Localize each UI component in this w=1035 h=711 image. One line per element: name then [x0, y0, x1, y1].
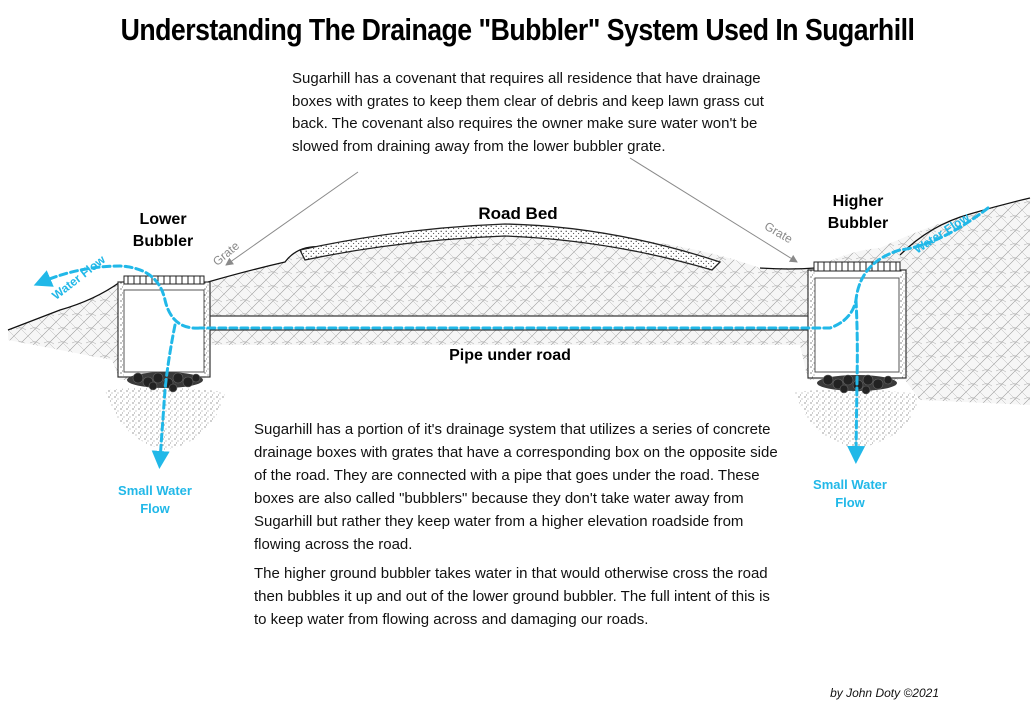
description-paragraph-1: Sugarhill has a portion of it's drainage… — [254, 421, 778, 553]
ground-surface-line — [7, 197, 1031, 331]
road-bed-label: Road Bed — [478, 204, 558, 223]
pipe-label: Pipe under road — [449, 347, 571, 364]
author-credit: by John Doty ©2021 — [830, 686, 939, 700]
water-flow-left-down — [151, 323, 177, 469]
grate-pointer-left — [225, 171, 359, 266]
page-title: Understanding The Drainage "Bubbler" Sys… — [120, 12, 915, 47]
higher-bubbler-label: Higher Bubbler — [827, 193, 889, 232]
grate-pointer-right — [629, 157, 798, 263]
water-flow-right-in — [198, 206, 990, 330]
water-flow-left-out — [33, 264, 202, 330]
lower-bubbler-box — [105, 275, 225, 450]
ground-fill — [8, 198, 1030, 405]
road-bed — [299, 223, 722, 271]
lower-bubbler-label: Lower Bubbler — [132, 211, 194, 250]
covenant-note: Sugarhill has a covenant that requires a… — [292, 70, 764, 155]
water-flow-right-down — [847, 298, 866, 464]
small-water-flow-right-label: Small Water Flow — [813, 477, 887, 510]
small-water-flow-left-label: Small Water Flow — [118, 483, 192, 516]
description-paragraph-2: The higher ground bubbler takes water in… — [254, 565, 770, 628]
